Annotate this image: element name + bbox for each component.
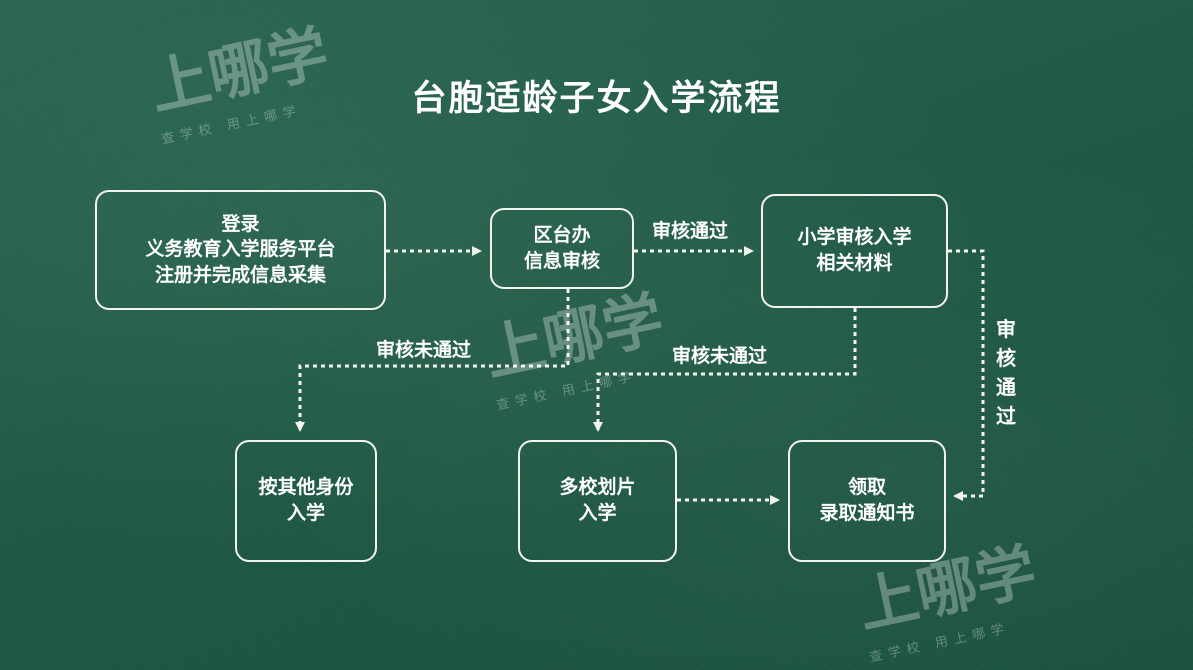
label-district-pass: 审核通过 (652, 220, 729, 242)
step-other-identity: 按其他身份 入学 (235, 440, 377, 562)
step-district-review-line-2: 信息审核 (523, 249, 600, 272)
step-multi-school: 多校划片 入学 (518, 440, 677, 562)
page-title: 台胞适龄子女入学流程 (411, 79, 782, 119)
step-register-line-2: 义务教育入学服务平台 (145, 238, 336, 261)
step-district-review: 区台办 信息审核 (490, 208, 634, 289)
step-school-review-line-2: 相关材料 (816, 252, 893, 274)
step-multi-school-line-2: 入学 (578, 502, 617, 524)
step-admission-notice: 领取 录取通知书 (788, 440, 946, 562)
step-register: 登录 义务教育入学服务平台 注册并完成信息采集 (95, 190, 386, 310)
step-register-line-1: 登录 (221, 212, 260, 235)
label-district-fail: 审核未通过 (376, 339, 472, 361)
step-school-review-line-1: 小学审核入学 (797, 226, 912, 249)
arrow-school-fail-to-multi (593, 308, 857, 432)
label-school-fail: 审核未通过 (672, 345, 768, 367)
step-district-review-line-1: 区台办 (533, 223, 591, 246)
arrow-district-fail-to-other (295, 289, 570, 432)
step-admission-notice-line-1: 领取 (847, 476, 886, 499)
label-school-pass: 审 核 通 过 (993, 315, 1019, 431)
arrow-school-pass-to-notice (948, 249, 985, 501)
step-other-identity-line-2: 入学 (286, 502, 325, 524)
step-school-review: 小学审核入学 相关材料 (761, 194, 948, 308)
label-school-pass-char-4: 过 (996, 404, 1016, 428)
step-register-line-3: 注册并完成信息采集 (154, 263, 326, 286)
label-school-pass-char-2: 核 (996, 346, 1016, 370)
label-school-pass-char-3: 通 (996, 375, 1016, 399)
step-other-identity-line-1: 按其他身份 (258, 476, 354, 499)
step-multi-school-line-1: 多校划片 (559, 476, 636, 499)
label-school-pass-char-1: 审 (996, 317, 1016, 341)
step-admission-notice-line-2: 录取通知书 (819, 502, 915, 524)
